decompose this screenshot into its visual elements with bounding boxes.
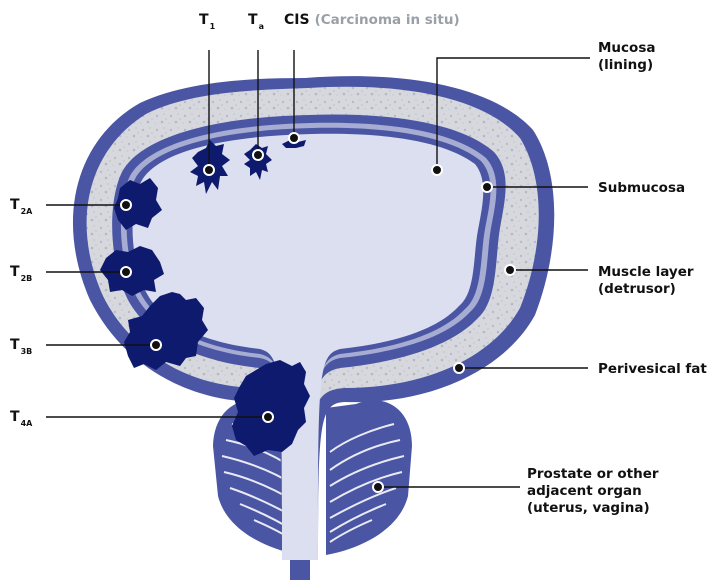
submucosa-marker	[482, 182, 492, 192]
label-perivesical-fat: Perivesical fat	[598, 361, 707, 377]
t4a-marker	[263, 412, 273, 422]
label-ta: Ta	[248, 12, 264, 31]
label-submucosa: Submucosa	[598, 180, 685, 196]
fat-marker	[454, 363, 464, 373]
t2b-marker	[121, 267, 131, 277]
label-t2a: T2A	[10, 197, 33, 216]
mucosa-marker	[432, 165, 442, 175]
ta-marker	[253, 150, 263, 160]
label-t1: T1	[199, 12, 216, 31]
label-t3b: T3B	[10, 337, 32, 356]
label-cis: CIS(Carcinoma in situ)	[284, 12, 460, 28]
muscle-marker	[505, 265, 515, 275]
cis-marker	[289, 133, 299, 143]
label-muscle: Muscle layer (detrusor)	[598, 264, 698, 297]
label-t4a: T4A	[10, 409, 33, 428]
t1-marker	[204, 165, 214, 175]
t3b-marker	[151, 340, 161, 350]
label-t2b: T2B	[10, 264, 32, 283]
label-prostate: Prostate or other adjacent organ (uterus…	[527, 466, 663, 516]
prostate-marker	[373, 482, 383, 492]
label-mucosa: Mucosa (lining)	[598, 40, 660, 73]
t2a-marker	[121, 200, 131, 210]
